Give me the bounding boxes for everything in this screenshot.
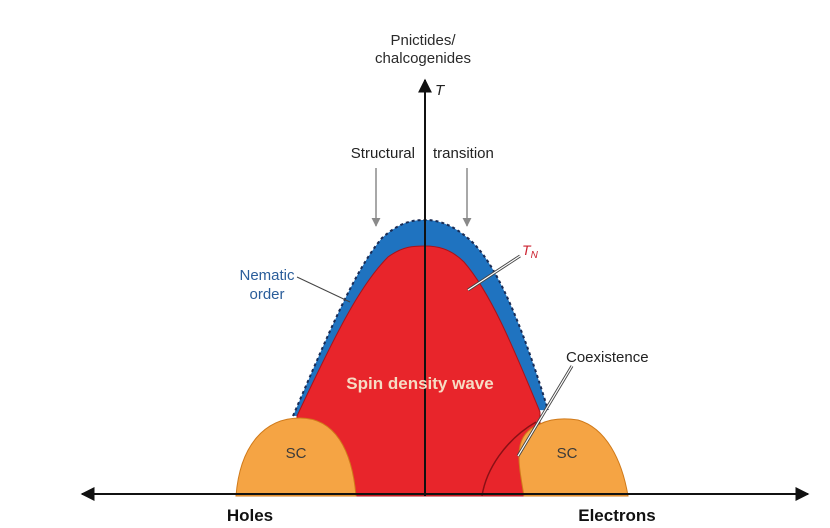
sdw-label: Spin density wave [346,374,493,393]
electrons-label: Electrons [578,506,655,525]
sc-left-label: SC [286,445,307,462]
transition-label: transition [433,145,494,162]
coexistence-leader-inner [517,365,573,457]
top-label-line1: Pnictides/ [390,32,456,49]
sc-left-region [235,417,357,497]
axis-t-label: T [435,82,446,99]
sc-right-region [518,418,629,497]
sc-right-label: SC [557,445,578,462]
tn-label: TN [522,242,539,261]
coexistence-label: Coexistence [566,349,649,366]
nematic-label-line2: order [249,286,284,303]
structural-label: Structural [351,145,415,162]
nematic-label-line1: Nematic [239,267,295,284]
sdw-region [296,245,541,497]
tn-leader-line-inner [467,255,521,291]
nematic-leader-line [296,276,351,303]
holes-label: Holes [227,506,273,525]
top-label-line2: chalcogenides [375,50,471,67]
